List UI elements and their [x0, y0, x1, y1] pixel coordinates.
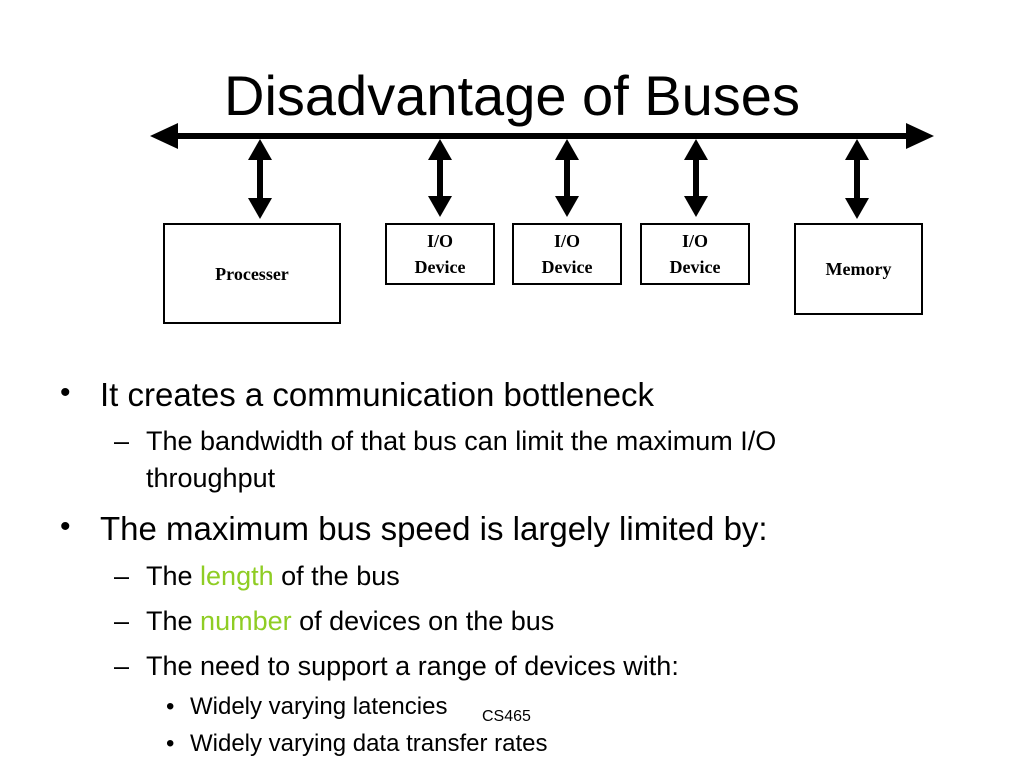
- dash-marker: –: [114, 651, 130, 681]
- memory-label: Memory: [825, 259, 892, 279]
- sub-bullet-length-pre: The: [146, 561, 193, 591]
- small-bullet-marker: •: [166, 693, 175, 720]
- sub-bullet-number: The number of devices on the bus: [146, 604, 554, 639]
- footer-course-code: CS465: [482, 708, 531, 725]
- highlight-number: number: [200, 606, 292, 636]
- io-device-label-line2: Device: [541, 257, 593, 277]
- bullet-2-text: The maximum bus speed is largely limited…: [100, 510, 768, 547]
- sub-bullet-number-pre: The: [146, 606, 193, 636]
- io-device-label-line2: Device: [414, 257, 466, 277]
- bullet-1-text: It creates a communication bottleneck: [100, 376, 654, 413]
- sub-bullet-bandwidth-line2: throughput: [146, 463, 276, 493]
- io-device-box-3: I/O Device: [640, 223, 750, 285]
- io-device-2-connector-arrow: [555, 139, 579, 217]
- processor-box: Processer: [163, 223, 341, 324]
- io-device-1-connector-arrow: [428, 139, 452, 217]
- dash-marker: –: [114, 426, 130, 456]
- io-device-box-2: I/O Device: [512, 223, 622, 285]
- io-device-label-line1: I/O: [553, 231, 580, 251]
- sub-sub-bullet-transfer-rates: Widely varying data transfer rates: [190, 730, 548, 757]
- dash-marker: –: [114, 606, 130, 636]
- io-device-label-line1: I/O: [681, 231, 708, 251]
- system-bus-arrow: [150, 123, 934, 149]
- sub-bullet-bandwidth-line1: The bandwidth of that bus can limit the …: [146, 426, 777, 456]
- slide-title: Disadvantage of Buses: [224, 64, 800, 127]
- bullet-marker: •: [60, 376, 71, 409]
- small-bullet-marker: •: [166, 730, 175, 757]
- sub-bullet-length: The length of the bus: [146, 559, 400, 594]
- io-device-label-line1: I/O: [426, 231, 453, 251]
- highlight-length: length: [200, 561, 274, 591]
- processor-connector-arrow: [248, 139, 272, 219]
- sub-sub-bullet-latencies: Widely varying latencies: [190, 693, 448, 720]
- io-device-label-line2: Device: [669, 257, 721, 277]
- bullet-marker: •: [60, 510, 71, 543]
- memory-connector-arrow: [845, 139, 869, 219]
- io-device-3-connector-arrow: [684, 139, 708, 217]
- sub-bullet-length-post: of the bus: [281, 561, 400, 591]
- memory-box: Memory: [794, 223, 923, 315]
- sub-bullet-need: The need to support a range of devices w…: [146, 651, 679, 681]
- sub-bullet-number-post: of devices on the bus: [299, 606, 555, 636]
- io-device-box-1: I/O Device: [385, 223, 495, 285]
- processor-label: Processer: [215, 263, 289, 284]
- dash-marker: –: [114, 561, 130, 591]
